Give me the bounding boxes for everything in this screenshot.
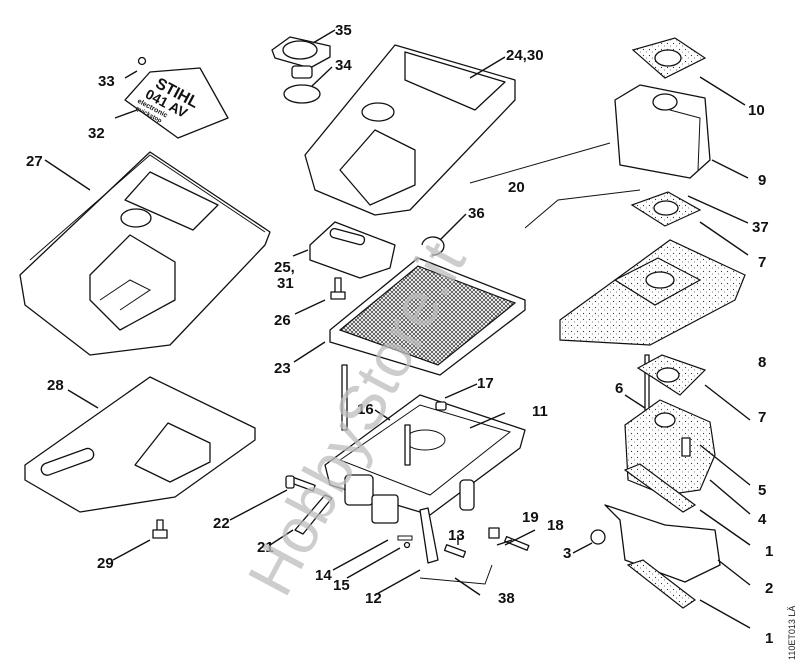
callout-16: 16 bbox=[357, 401, 374, 418]
part-8-baffle-plate bbox=[559, 239, 746, 346]
part-24-30-cover bbox=[304, 44, 516, 216]
part-28-shroud bbox=[24, 376, 256, 513]
callout-26: 26 bbox=[274, 312, 291, 329]
callout-17: 17 bbox=[477, 375, 494, 392]
callout-13: 13 bbox=[448, 527, 465, 544]
part-9-carburetor bbox=[614, 84, 711, 179]
callout-35: 35 bbox=[335, 22, 352, 39]
part-14-spring bbox=[397, 535, 413, 541]
callout-25: 25, bbox=[274, 259, 295, 276]
part-4-flange bbox=[624, 399, 716, 496]
catalog-code: 110ET013 LÄ bbox=[787, 606, 797, 660]
part-38-wire-clip bbox=[419, 564, 493, 585]
part-5-sleeve bbox=[681, 437, 691, 457]
callout-5: 5 bbox=[758, 482, 766, 499]
part-13-screw bbox=[443, 544, 467, 558]
part-32-name-plate[interactable]: STIHL 041 AV electronic quickstop bbox=[124, 67, 229, 139]
callout-33: 33 bbox=[98, 73, 115, 90]
callout-21: 21 bbox=[257, 539, 274, 556]
part-36-circlip bbox=[421, 236, 445, 256]
callout-38: 38 bbox=[498, 590, 515, 607]
callout-1-upper: 1 bbox=[765, 543, 773, 560]
callout-23: 23 bbox=[274, 360, 291, 377]
callout-22: 22 bbox=[213, 515, 230, 532]
callout-10: 10 bbox=[748, 102, 765, 119]
part-22-screw bbox=[285, 475, 316, 492]
callout-11: 11 bbox=[532, 403, 548, 420]
callout-7-upper: 7 bbox=[758, 254, 766, 271]
callout-37: 37 bbox=[752, 219, 769, 236]
part-35-twist-lock bbox=[271, 36, 331, 79]
part-33-rivet bbox=[137, 56, 147, 66]
part-1-gasket-lower bbox=[626, 559, 697, 609]
callout-4: 4 bbox=[758, 511, 767, 528]
callout-31: 31 bbox=[277, 275, 294, 292]
part-21-link bbox=[294, 494, 333, 535]
callout-15: 15 bbox=[333, 577, 350, 594]
callout-3: 3 bbox=[563, 545, 571, 562]
callout-28: 28 bbox=[47, 377, 64, 394]
part-25-31-slide bbox=[309, 221, 396, 279]
callout-9: 9 bbox=[758, 172, 766, 189]
callout-labels: 33 32 35 34 24,30 10 27 9 20 37 36 7 25,… bbox=[26, 22, 773, 647]
callout-2: 2 bbox=[765, 580, 773, 597]
callout-24-30: 24,30 bbox=[506, 47, 544, 64]
part-3-nut bbox=[590, 529, 606, 545]
callout-14: 14 bbox=[315, 567, 332, 584]
leader-lines bbox=[44, 29, 751, 629]
part-20-throttle-rod bbox=[469, 142, 611, 184]
callout-7-lower: 7 bbox=[758, 409, 766, 426]
part-11-filter-base bbox=[324, 394, 526, 524]
part-17-nut bbox=[435, 401, 447, 411]
callout-34: 34 bbox=[335, 57, 352, 74]
callout-18: 18 bbox=[547, 517, 564, 534]
part-34-o-ring bbox=[283, 84, 321, 104]
part-23-air-filter bbox=[329, 257, 526, 376]
callout-8: 8 bbox=[758, 354, 766, 371]
part-37-choke-rod bbox=[524, 189, 641, 229]
callout-12: 12 bbox=[365, 590, 382, 607]
part-12-lever bbox=[419, 507, 439, 564]
callout-1-lower: 1 bbox=[765, 630, 773, 647]
callout-20: 20 bbox=[508, 179, 525, 196]
part-27-cover bbox=[19, 151, 271, 356]
callout-27: 27 bbox=[26, 153, 43, 170]
callout-29: 29 bbox=[97, 555, 114, 572]
part-16-stud bbox=[341, 364, 411, 466]
part-15-ball bbox=[403, 541, 411, 549]
part-29-screw bbox=[152, 519, 168, 539]
part-2-deflector bbox=[604, 504, 721, 583]
part-26-screw bbox=[330, 277, 346, 300]
callout-36: 36 bbox=[468, 205, 485, 222]
part-1-gasket-upper bbox=[623, 463, 697, 513]
part-19-square-nut bbox=[488, 527, 500, 539]
callout-19: 19 bbox=[522, 509, 539, 526]
callout-32: 32 bbox=[88, 125, 105, 142]
callout-6: 6 bbox=[615, 380, 623, 397]
